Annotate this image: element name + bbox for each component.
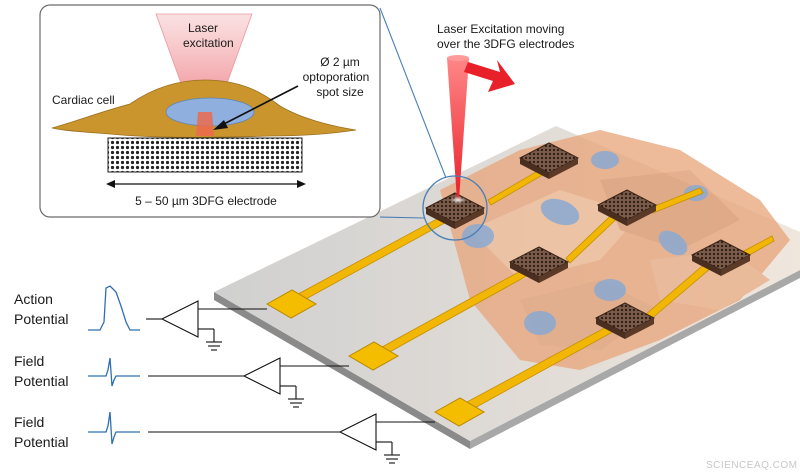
inset-laser-label-1: Laser: [188, 21, 218, 35]
cardiac-cell-label: Cardiac cell: [52, 93, 115, 107]
zoom-line-bottom: [379, 216, 425, 219]
amplifier-2: [148, 357, 349, 408]
cell: [470, 190, 640, 280]
signal-label-2-line1: Field: [14, 353, 44, 369]
spot-pointer-arrow-icon: [213, 120, 228, 130]
signal-label-2-line2: Potential: [14, 373, 68, 389]
field-potential-waveform-1: [88, 357, 140, 387]
inset-spot: [196, 112, 214, 136]
size-arrow-left-icon: [106, 180, 115, 188]
gold-traces: [289, 157, 775, 416]
signals: [88, 285, 140, 445]
watermark: SCIENCEAQ.COM: [706, 460, 798, 471]
laser-motion-label-1: Laser Excitation moving: [437, 22, 564, 36]
contact-pad-2: [347, 341, 400, 371]
electrode-4: [596, 189, 658, 226]
nucleus: [524, 311, 556, 335]
signal-label-3-line2: Potential: [14, 434, 68, 450]
zoom-line-top: [379, 7, 447, 179]
signal-label-1-line1: Action: [14, 291, 53, 307]
substrate-side: [470, 270, 800, 449]
spot-size-label-2: optoporation: [303, 70, 370, 84]
laser-cone: [447, 58, 469, 200]
substrate-edge: [214, 292, 470, 449]
electrode-6: [690, 239, 752, 276]
amplifier-3: [148, 413, 435, 464]
inset-panel: Laser excitation Ø 2 µm optoporation spo…: [39, 4, 381, 218]
electrode-5: [594, 302, 656, 339]
laser-beam: [447, 55, 469, 204]
amplifier-1: [146, 300, 267, 351]
signal-labels: Action Potential Field Potential Field P…: [14, 291, 68, 450]
size-arrow-right-icon: [297, 180, 306, 188]
zoom-circle: [422, 175, 488, 241]
motion-arrow-icon: [464, 60, 515, 92]
readout-circuitry: [146, 300, 435, 464]
nucleus: [594, 279, 626, 301]
spot-size-label-3: spot size: [316, 85, 364, 99]
nucleus: [658, 230, 688, 256]
laser-motion-label-2: over the 3DFG electrodes: [437, 37, 574, 51]
spot-pointer-line: [219, 85, 299, 127]
inset-electrode: [107, 137, 303, 173]
inset-laser-label-2: excitation: [183, 36, 234, 50]
contact-pad-1: [265, 289, 318, 319]
electrode-size-label: 5 – 50 µm 3DFG electrode: [135, 194, 277, 208]
electrode-1: [424, 192, 486, 229]
signal-label-3-line1: Field: [14, 414, 44, 430]
nucleus: [591, 151, 619, 169]
laser-spot: [450, 196, 466, 204]
contact-pad-3: [433, 397, 486, 427]
electrodes: [424, 142, 752, 339]
electrode-3: [508, 246, 570, 283]
nucleus: [462, 224, 494, 248]
action-potential-waveform: [88, 285, 140, 331]
signal-label-1-line2: Potential: [14, 311, 68, 327]
contact-pads: [265, 289, 486, 427]
nuclei: [462, 151, 708, 335]
field-potential-waveform-2: [88, 411, 140, 445]
spot-size-label-1: Ø 2 µm: [320, 55, 360, 69]
laser-aperture: [447, 55, 469, 61]
electrode-2: [518, 142, 580, 179]
nucleus: [540, 198, 580, 226]
